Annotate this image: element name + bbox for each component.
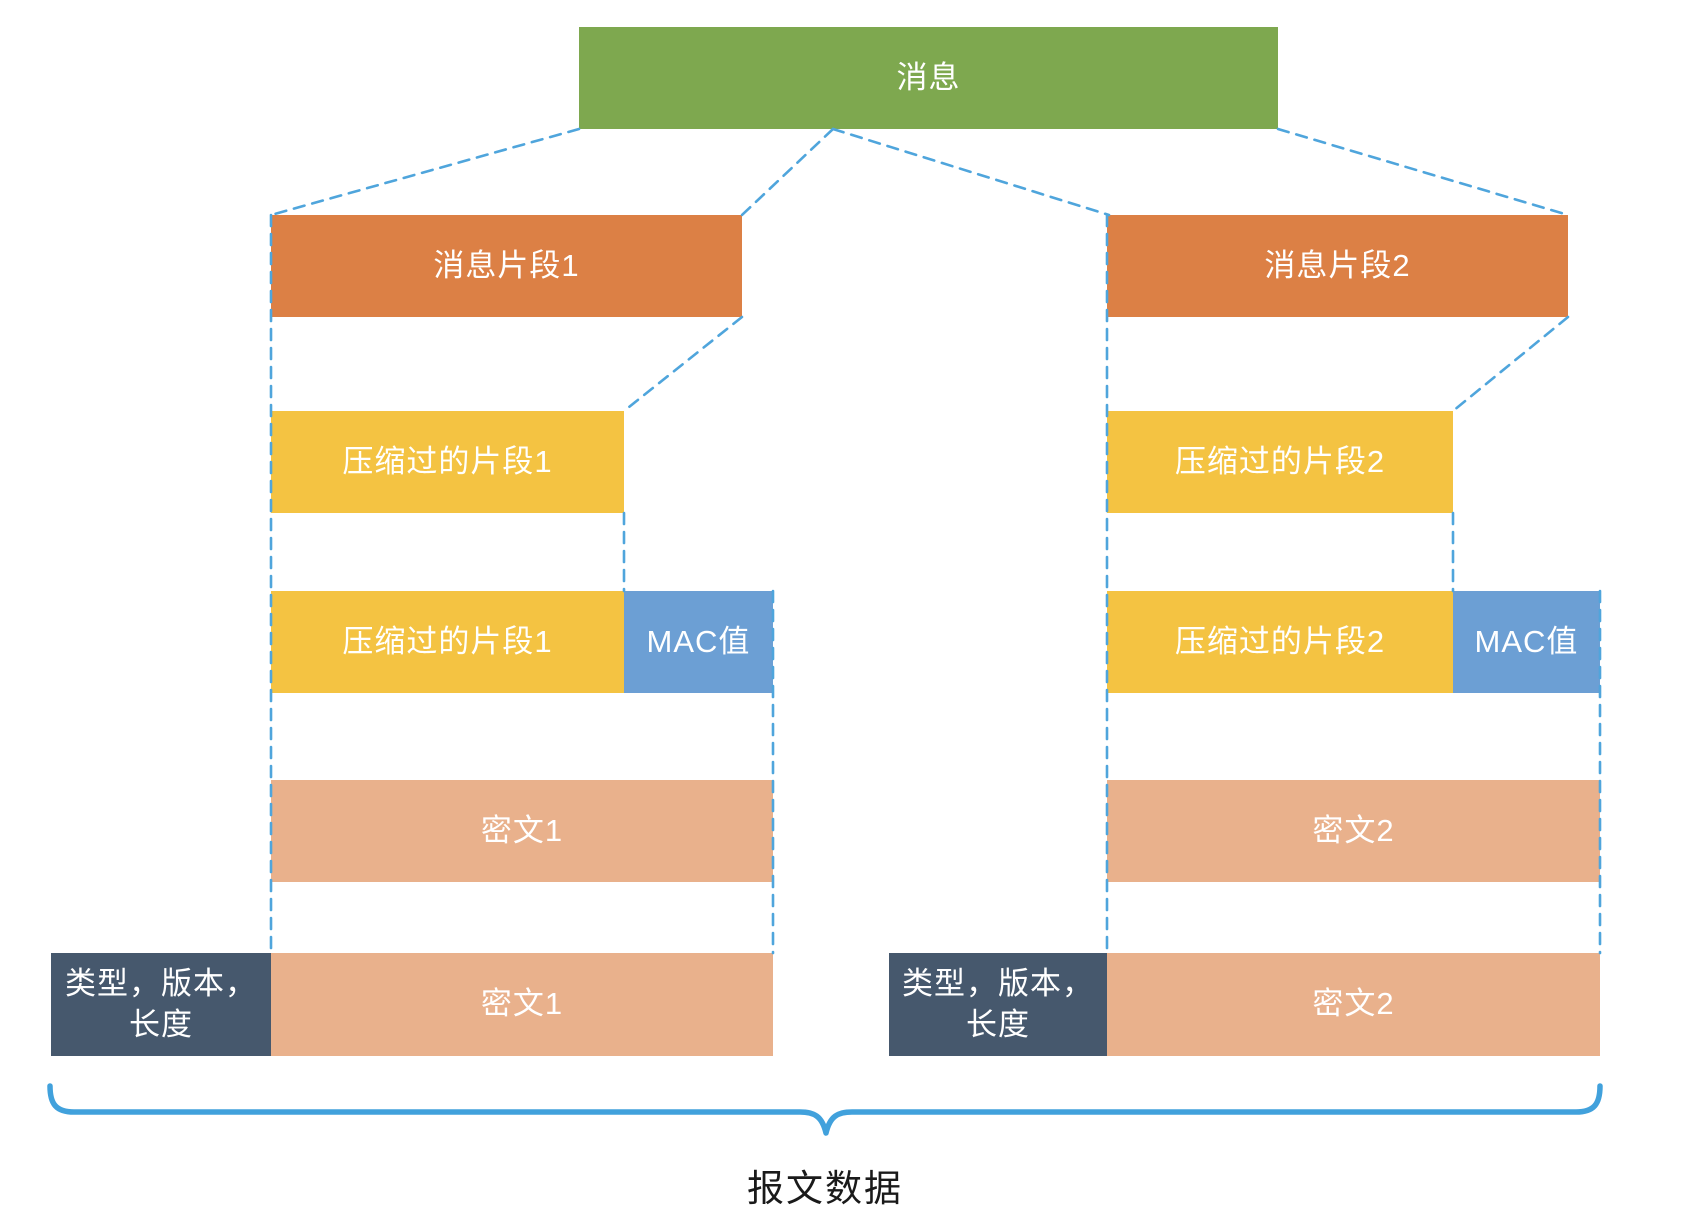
fragment1-box: 消息片段1 [271,215,742,317]
ciphertext2-final-box: 密文2 [1107,953,1600,1056]
bottom-brace [47,1083,1603,1136]
message-box: 消息 [579,27,1278,129]
compressed1-with-mac-box: 压缩过的片段1 [271,591,624,693]
compressed2-with-mac-box: 压缩过的片段2 [1107,591,1453,693]
brace-caption: 报文数据 [747,1168,903,1209]
ciphertext2-box: 密文2 [1107,780,1600,882]
mac1-box: MAC值 [624,591,773,693]
header1-box: 类型，版本， 长度 [51,953,271,1056]
dash-line-msg-to-frag2-right [1276,127,1570,217]
header2-box: 类型，版本， 长度 [889,953,1107,1056]
mac2-box: MAC值 [1453,591,1600,693]
dash-line-msg-to-frag2-left [831,127,1111,217]
dash-line-msg-to-frag1-left [269,127,581,217]
ciphertext1-final-box: 密文1 [271,953,773,1056]
dash-line-msg-to-frag1-right [740,127,835,217]
compressed1-box: 压缩过的片段1 [271,411,624,513]
dash-line-frag2-to-comp2 [1451,315,1570,413]
compressed2-box: 压缩过的片段2 [1107,411,1453,513]
dash-line-frag1-to-comp1 [622,315,744,413]
fragment2-box: 消息片段2 [1107,215,1568,317]
ciphertext1-box: 密文1 [271,780,773,882]
